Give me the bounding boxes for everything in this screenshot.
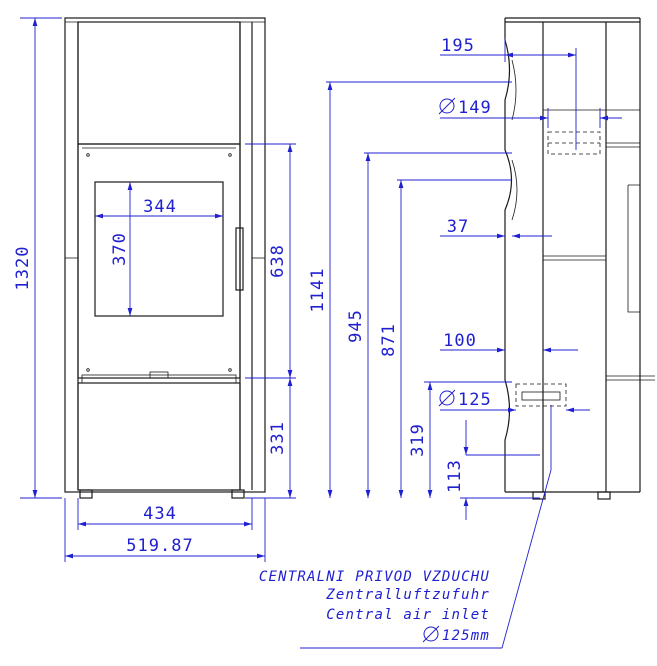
grate-bar xyxy=(81,374,237,384)
label-mid-height: 871 xyxy=(379,323,399,357)
label-flue-height: 1141 xyxy=(308,268,328,313)
label-air-height: 319 xyxy=(408,423,428,457)
diameter-symbol xyxy=(439,98,455,114)
label-total-height: 1320 xyxy=(13,246,33,291)
front-door xyxy=(77,143,241,379)
air-inlet-slot xyxy=(521,391,561,401)
label-door-height: 638 xyxy=(268,244,288,278)
screw xyxy=(86,153,90,157)
label-top-depth: 195 xyxy=(441,36,475,56)
air-inlet-note: CENTRALNI PRIVOD VZDUCHU Zentralluftzufu… xyxy=(259,569,490,644)
front-foot-right xyxy=(231,489,245,499)
door-handle xyxy=(235,227,244,291)
front-view xyxy=(64,17,266,499)
front-body-outline xyxy=(64,17,266,493)
side-wavy-detail xyxy=(511,59,518,221)
front-top-panel xyxy=(77,21,241,145)
label-glass-height: 370 xyxy=(110,232,130,266)
leader xyxy=(501,469,552,649)
front-lower-panel xyxy=(77,382,241,491)
grate-knob xyxy=(149,371,169,379)
side-foot-right xyxy=(597,491,611,500)
air-inlet-box xyxy=(515,383,567,407)
label-inner-width: 434 xyxy=(143,504,177,524)
label-air-offset: 100 xyxy=(443,331,477,351)
label-flue-diameter: 149 xyxy=(458,98,492,118)
label-upper-height: 945 xyxy=(346,309,366,343)
side-wavy-front xyxy=(504,18,513,492)
diameter-symbol xyxy=(423,626,439,642)
front-dimensions xyxy=(20,17,296,562)
label-glass-width: 344 xyxy=(143,197,177,217)
screw xyxy=(228,153,232,157)
dimension-labels: 1320 344 370 638 331 434 519.87 195 149 … xyxy=(13,36,492,556)
diameter-symbol-slash xyxy=(438,97,456,115)
side-foot-left xyxy=(532,491,546,500)
label-offset: 37 xyxy=(447,217,469,237)
front-glass xyxy=(94,181,224,317)
diameter-symbol-slash xyxy=(422,625,440,643)
note-line-1: CENTRALNI PRIVOD VZDUCHU xyxy=(259,569,490,585)
diameter-symbol xyxy=(439,390,455,406)
front-foot-left xyxy=(79,489,93,499)
label-base-height: 331 xyxy=(268,421,288,455)
note-line-2: Zentralluftzufuhr xyxy=(325,587,490,603)
label-duct-height: 113 xyxy=(445,459,465,493)
diameter-symbol-slash xyxy=(438,389,456,407)
screw xyxy=(228,368,232,372)
screw xyxy=(86,368,90,372)
label-outer-width: 519.87 xyxy=(126,536,193,556)
side-handle-profile xyxy=(627,184,640,313)
note-line-3: Central air inlet xyxy=(326,607,490,623)
note-line-4: 125mm xyxy=(442,628,490,644)
side-dimensions xyxy=(300,38,622,649)
side-view xyxy=(504,17,655,500)
label-air-diameter: 125 xyxy=(458,390,492,410)
